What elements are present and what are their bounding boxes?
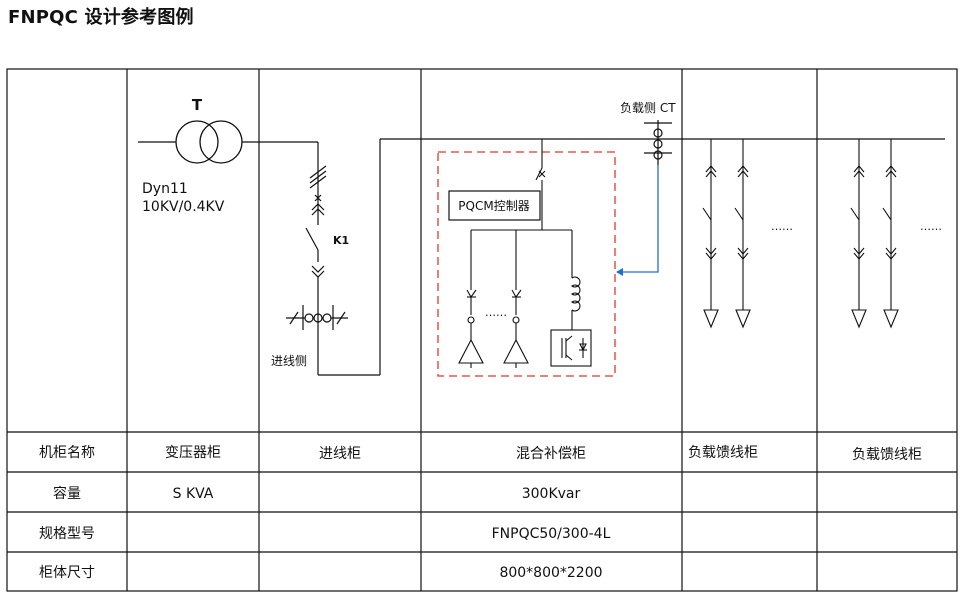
pqcm-controller-label: PQCM控制器 xyxy=(458,199,529,213)
cell-model-hybrid: FNPQC50/300-4L xyxy=(492,526,611,542)
page-title: FNPQC 设计参考图例 xyxy=(8,7,194,28)
transformer-symbol xyxy=(138,120,318,164)
load-feeders xyxy=(702,139,899,329)
compensation-ellipsis: …… xyxy=(485,306,507,319)
cell-transformer-cabinet: 变压器柜 xyxy=(165,445,221,461)
row-header-model: 规格型号 xyxy=(39,526,95,542)
compensation-circuit xyxy=(458,139,592,368)
ct-signal-wire xyxy=(617,165,659,273)
feeder-ellipsis-2: …… xyxy=(920,220,942,233)
feeder-ellipsis-1: …… xyxy=(771,220,793,233)
cell-load-cabinet-2: 负载馈线柜 xyxy=(852,447,922,463)
cabinet-table: 机柜名称 变压器柜 进线柜 混合补偿柜 负载馈线柜 负载馈线柜 容量 S KVA… xyxy=(39,445,922,581)
transformer-label: T xyxy=(192,96,203,114)
transformer-connection: Dyn11 xyxy=(142,181,188,197)
pqcm-controller-box xyxy=(448,190,541,221)
row-header-size: 柜体尺寸 xyxy=(39,565,95,581)
load-ct-label: 负载侧 CT xyxy=(620,101,676,115)
ct-signal-arrow xyxy=(616,268,623,276)
cell-load-cabinet-1: 负载馈线柜 xyxy=(688,445,758,461)
cell-capacity-transformer: S KVA xyxy=(173,486,214,502)
cell-size-hybrid: 800*800*2200 xyxy=(499,565,602,581)
cell-capacity-hybrid: 300Kvar xyxy=(522,486,581,502)
incoming-side-label: 进线侧 xyxy=(271,354,307,368)
row-header-capacity: 容量 xyxy=(53,485,81,502)
grid-lines xyxy=(6,68,958,592)
cell-incoming-cabinet: 进线柜 xyxy=(319,446,361,462)
transformer-voltage: 10KV/0.4KV xyxy=(142,199,225,215)
switch-label: K1 xyxy=(333,234,349,247)
row-header-name: 机柜名称 xyxy=(39,445,95,461)
cell-hybrid-cabinet: 混合补偿柜 xyxy=(516,446,586,462)
compensation-box xyxy=(437,151,616,377)
incoming-feeder xyxy=(286,139,381,376)
load-ct xyxy=(644,120,672,165)
